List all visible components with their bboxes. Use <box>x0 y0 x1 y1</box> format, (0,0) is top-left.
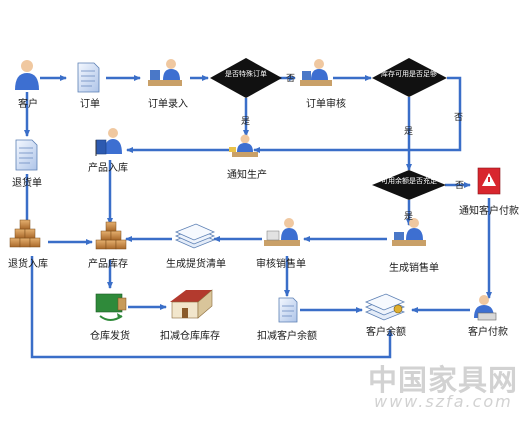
decision-stock-diamond <box>372 58 447 97</box>
edge-label-yes-2: 是 <box>404 127 414 137</box>
node-warehouse-ship-label: 仓库发货 <box>90 331 130 342</box>
watermark-url: www.szfa.com <box>374 392 513 411</box>
decision-special-order-diamond <box>210 58 282 98</box>
return-order-document-icon <box>15 139 38 171</box>
order-entry-desk-icon <box>148 59 182 86</box>
edge-returnin-balance <box>30 256 393 359</box>
deduct-balance-document-icon <box>278 297 298 323</box>
node-deduct-balance-label: 扣减客户余额 <box>257 331 317 342</box>
edge-label-yes-3: 是 <box>404 212 414 222</box>
node-deduct-stock-label: 扣减仓库库存 <box>160 331 220 342</box>
node-order-label: 订单 <box>80 99 100 110</box>
warehouse-house-icon <box>170 289 213 319</box>
product-stock-boxes-icon <box>95 221 127 250</box>
decision-stock-enough-text: 库存可用是否足够 <box>381 70 437 78</box>
node-customer-label: 客户 <box>18 99 38 110</box>
node-review-sales-order-label: 审核销售单 <box>256 259 306 270</box>
node-notify-customer-payment-label: 通知客户付款 <box>459 206 519 217</box>
node-notify-production-label: 通知生产 <box>227 170 267 181</box>
edge-label-yes-1: 是 <box>241 117 251 127</box>
return-in-boxes-icon <box>9 219 41 248</box>
node-gen-delivery-list-label: 生成提货清单 <box>166 259 226 270</box>
node-return-in-label: 退货入库 <box>8 259 48 270</box>
decision-diamond-shapes <box>210 58 447 200</box>
product-in-worker-icon <box>95 128 122 156</box>
node-order-entry-label: 订单录入 <box>148 99 188 110</box>
edge-label-no-3: 否 <box>455 181 465 191</box>
order-document-icon <box>77 62 100 93</box>
node-customer-balance-label: 客户余额 <box>366 327 406 338</box>
decision-special-order-text: 是否特殊订单 <box>225 70 267 78</box>
decision-balance-diamond <box>372 170 446 200</box>
order-review-desk-icon <box>300 59 332 86</box>
node-customer-payment-label: 客户付款 <box>468 327 508 338</box>
node-product-in-label: 产品入库 <box>88 163 128 174</box>
payment-warning-icon <box>477 167 501 195</box>
edge-decision2-no <box>253 76 462 153</box>
review-sales-desk-icon <box>264 218 300 246</box>
customer-payment-person-icon <box>474 295 497 321</box>
node-product-stock-label: 产品库存 <box>88 259 128 270</box>
node-order-review-label: 订单审核 <box>306 99 346 110</box>
delivery-list-stack-icon <box>174 223 216 249</box>
decision-balance-enough-text: 可用余额是否充足 <box>381 177 437 185</box>
edge-label-no-1: 否 <box>286 74 296 84</box>
generate-sales-desk-icon <box>392 218 426 246</box>
node-gen-sales-order-label: 生成销售单 <box>389 263 439 274</box>
customer-balance-stack-icon <box>364 293 406 321</box>
customer-icon <box>15 60 39 90</box>
notify-production-desk-icon <box>229 134 258 157</box>
watermark-brand: 中国家具网 <box>368 363 519 397</box>
warehouse-ship-icon <box>95 293 127 321</box>
node-return-order-label: 退货单 <box>12 178 42 189</box>
edge-label-no-2: 否 <box>454 113 464 123</box>
